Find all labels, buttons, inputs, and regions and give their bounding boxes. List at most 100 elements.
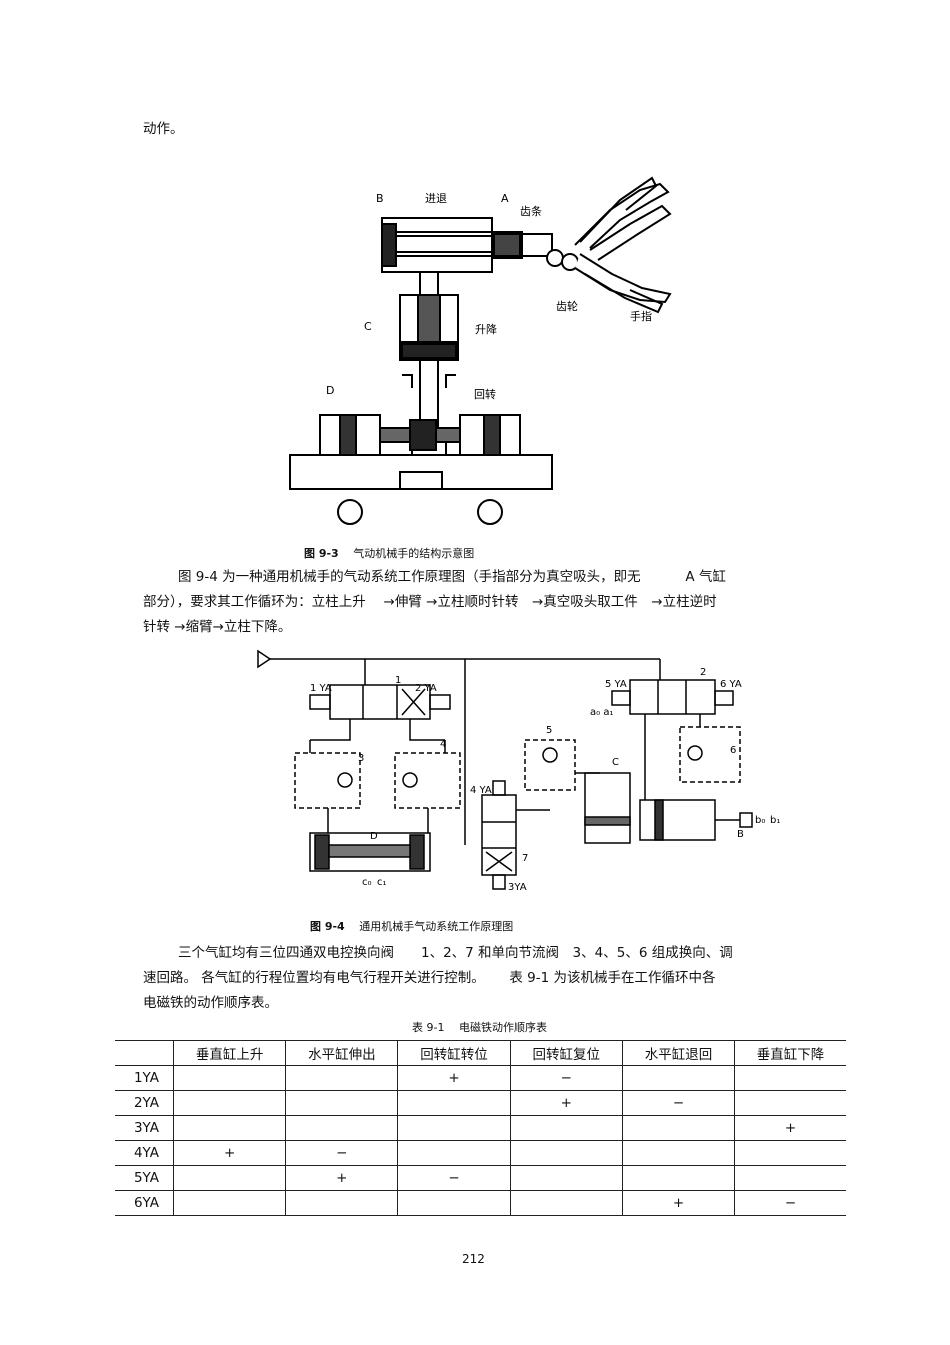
table-row: 4YA + − xyxy=(115,1140,846,1166)
table-cell: − xyxy=(734,1190,846,1216)
table-cell: − xyxy=(509,1065,623,1091)
para2-line2: 速回路。 各气缸的行程位置均有电气行程开关进行控制。 表 9-1 为该机械手在工… xyxy=(143,970,716,986)
header-cell xyxy=(115,1040,174,1066)
table-header-row: 垂直缸上升 水平缸伸出 回转缸转位 回转缸复位 水平缸退回 垂直缸下降 xyxy=(115,1040,846,1066)
label-c0: c₀ xyxy=(362,877,372,888)
label-rotate: 回转 xyxy=(474,387,496,401)
table-cell xyxy=(397,1190,511,1216)
label-4ya: 4 YA xyxy=(470,785,492,796)
label-D: D xyxy=(326,384,334,397)
label-c1: c₁ xyxy=(377,877,387,888)
label-rack: 齿条 xyxy=(520,204,542,218)
label-b0: b₀ xyxy=(755,815,765,826)
table-row: 1YA + − xyxy=(115,1065,846,1091)
label-3ya: 3YA xyxy=(508,882,527,893)
table-cell xyxy=(734,1165,846,1191)
figure-9-4-caption: 图 9-4 通用机械手气动系统工作原理图 xyxy=(310,918,513,934)
table-cell xyxy=(172,1115,286,1141)
label-v6: 6 xyxy=(730,745,736,756)
label-v3: 3 xyxy=(358,753,364,764)
label-b1: b₁ xyxy=(770,815,780,826)
label-5ya: 5 YA xyxy=(605,679,627,690)
table-cell: − xyxy=(397,1165,511,1191)
table-row: 6YA + − xyxy=(115,1190,846,1216)
para1-line2: 部分），要求其工作循环为：立柱上升 →伸臂 →立柱顺时针转 →真空吸头取工件 →… xyxy=(143,594,717,610)
label-1ya: 1 YA xyxy=(310,683,332,694)
table-cell xyxy=(509,1140,623,1166)
solenoid-sequence-table: 垂直缸上升 水平缸伸出 回转缸转位 回转缸复位 水平缸退回 垂直缸下降 1YA … xyxy=(115,1040,846,1216)
figure-9-3-caption: 图 9-3 气动机械手的结构示意图 xyxy=(304,545,474,561)
table-cell xyxy=(509,1165,623,1191)
header-cell: 垂直缸下降 xyxy=(734,1040,846,1066)
table-cell: + xyxy=(734,1115,846,1141)
caption-number: 图 9-3 xyxy=(304,547,339,560)
para2-line3: 电磁铁的动作顺序表。 xyxy=(143,995,278,1011)
label-C: C xyxy=(612,757,619,768)
table-cell: + xyxy=(285,1165,398,1191)
table-cell xyxy=(397,1140,511,1166)
caption-number: 图 9-4 xyxy=(310,920,345,933)
row-label: 1YA xyxy=(115,1065,174,1091)
caption-text: 电磁铁动作顺序表 xyxy=(458,1021,547,1034)
label-A: A xyxy=(501,192,509,205)
table-cell xyxy=(172,1190,286,1216)
label-6ya: 6 YA xyxy=(720,679,742,690)
label-2ya: 2 YA xyxy=(415,683,437,694)
table-cell: − xyxy=(621,1090,735,1116)
label-v7: 7 xyxy=(522,853,528,864)
table-cell xyxy=(621,1140,735,1166)
header-cell: 垂直缸上升 xyxy=(172,1040,286,1066)
label-v4: 4 xyxy=(440,739,446,750)
table-cell: − xyxy=(285,1140,398,1166)
table-row: 3YA + xyxy=(115,1115,846,1141)
label-v2: 2 xyxy=(700,667,706,678)
table-cell: + xyxy=(397,1065,511,1091)
caption-text: 通用机械手气动系统工作原理图 xyxy=(359,920,514,933)
table-cell xyxy=(285,1190,398,1216)
table-cell xyxy=(397,1115,511,1141)
label-B: B xyxy=(376,192,384,205)
row-label: 5YA xyxy=(115,1165,174,1191)
para1-line1: 图 9-4 为一种通用机械手的气动系统工作原理图（手指部分为真空吸头，即无 A … xyxy=(178,569,726,585)
label-gear: 齿轮 xyxy=(556,299,578,313)
header-cell: 回转缸转位 xyxy=(397,1040,511,1066)
label-D: D xyxy=(370,831,378,842)
table-cell xyxy=(621,1115,735,1141)
label-C: C xyxy=(364,320,372,333)
row-label: 2YA xyxy=(115,1090,174,1116)
caption-number: 表 9-1 xyxy=(412,1021,445,1034)
label-v1: 1 xyxy=(395,675,401,686)
table-row: 5YA + − xyxy=(115,1165,846,1191)
para1-line3: 针转 →缩臂→立柱下降。 xyxy=(143,619,292,635)
table-cell xyxy=(172,1165,286,1191)
para2-line1: 三个气缸均有三位四通双电控换向阀 1、2、7 和单向节流阀 3、4、5、6 组成… xyxy=(178,945,733,961)
header-cell: 水平缸伸出 xyxy=(285,1040,398,1066)
table-cell xyxy=(621,1165,735,1191)
continued-text: 动作。 xyxy=(143,121,184,137)
table-cell xyxy=(509,1190,623,1216)
table-caption: 表 9-1 电磁铁动作顺序表 xyxy=(412,1019,547,1035)
row-label: 3YA xyxy=(115,1115,174,1141)
label-B: B xyxy=(737,829,744,840)
row-label: 6YA xyxy=(115,1190,174,1216)
table-cell xyxy=(285,1065,398,1091)
table-cell xyxy=(172,1090,286,1116)
label-lift: 升降 xyxy=(475,322,497,336)
table-cell: + xyxy=(509,1090,623,1116)
table-cell xyxy=(621,1065,735,1091)
table-cell xyxy=(734,1065,846,1091)
header-cell: 水平缸退回 xyxy=(621,1040,735,1066)
table-cell xyxy=(172,1065,286,1091)
label-finger: 手指 xyxy=(630,309,652,323)
page-number: 212 xyxy=(462,1252,485,1266)
label-v5: 5 xyxy=(546,725,552,736)
figure-9-3-manipulator-diagram: B 进退 A 齿条 C 升降 D 回转 齿轮 手指 xyxy=(289,176,672,525)
caption-text: 气动机械手的结构示意图 xyxy=(353,547,475,560)
table-cell xyxy=(397,1090,511,1116)
row-label: 4YA xyxy=(115,1140,174,1166)
table-cell: + xyxy=(172,1140,286,1166)
table-row: 2YA + − xyxy=(115,1090,846,1116)
table-cell xyxy=(734,1140,846,1166)
table-cell xyxy=(285,1090,398,1116)
label-a: a₀ a₁ xyxy=(590,707,613,718)
